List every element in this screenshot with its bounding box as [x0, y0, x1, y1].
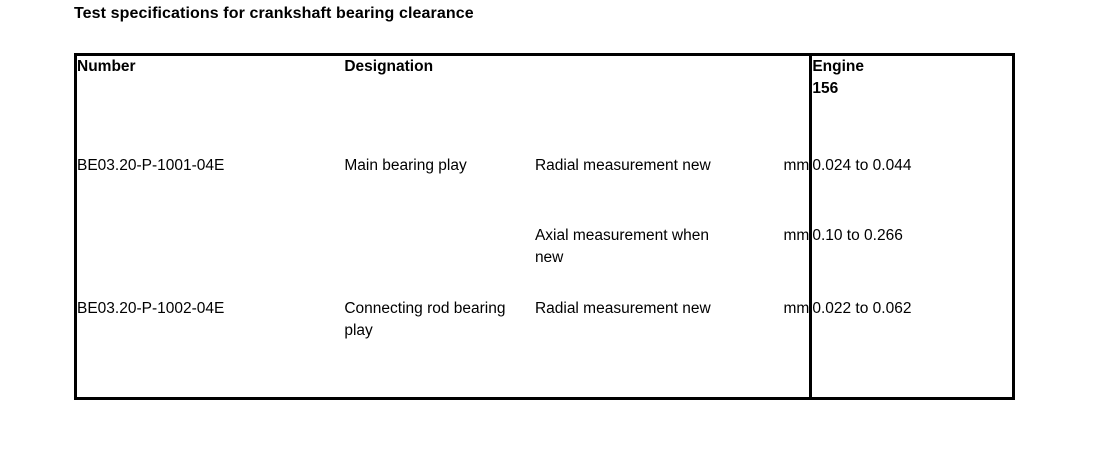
header-label-designation: Designation: [344, 58, 434, 75]
header-cell-number: Number: [76, 55, 345, 156]
cell-measurement: Radial measurement new mm: [534, 155, 813, 225]
cell-designation: Main bearing play: [344, 155, 535, 298]
engine-value: 0.10 to 0.266: [812, 227, 903, 244]
specification-table: Number Designation Engine 156 BE03.20-P-…: [74, 53, 1015, 400]
measurement-unit: mm: [783, 227, 810, 244]
table-row: BE03.20-P-1001-04E Main bearing play Rad…: [76, 155, 1014, 225]
header-cell-designation: Designation: [344, 55, 810, 156]
measurement-unit: mm: [783, 157, 810, 174]
number-value: BE03.20-P-1002-04E: [77, 300, 225, 317]
measurement-text: Radial measurement new: [534, 300, 711, 317]
engine-value: 0.024 to 0.044: [812, 157, 912, 174]
header-label-engine: Engine: [812, 58, 864, 75]
cell-engine-value: 0.022 to 0.062: [811, 298, 1014, 399]
designation-value: Connecting rod bearing play: [344, 300, 506, 340]
measurement-unit: mm: [783, 300, 810, 317]
page-title: Test specifications for crankshaft beari…: [74, 5, 474, 22]
table-header-row: Number Designation Engine 156: [76, 54, 1014, 156]
table-row: Axial measurement when new mm 0.10 to 0.…: [76, 225, 1014, 298]
cell-measurement: Axial measurement when new mm: [534, 225, 813, 298]
table-row: BE03.20-P-1002-04E Connecting rod bearin…: [76, 298, 1014, 399]
header-label-engine-code: 156: [812, 80, 839, 98]
engine-value: 0.022 to 0.062: [812, 300, 912, 317]
measurement-text: Axial measurement when new: [534, 227, 709, 267]
number-value: BE03.20-P-1001-04E: [77, 157, 225, 174]
header-label-number: Number: [77, 58, 136, 75]
cell-engine-value: 0.10 to 0.266: [811, 225, 1014, 298]
cell-engine-value: 0.024 to 0.044: [811, 155, 1014, 225]
designation-value: Main bearing play: [344, 157, 467, 174]
cell-measurement: Radial measurement new mm: [534, 298, 813, 399]
header-cell-engine: Engine 156: [809, 54, 1014, 155]
cell-designation: Connecting rod bearing play: [344, 298, 535, 399]
measurement-text: Radial measurement new: [534, 157, 711, 174]
cell-number: BE03.20-P-1001-04E: [76, 155, 345, 298]
cell-number: BE03.20-P-1002-04E: [76, 298, 345, 399]
